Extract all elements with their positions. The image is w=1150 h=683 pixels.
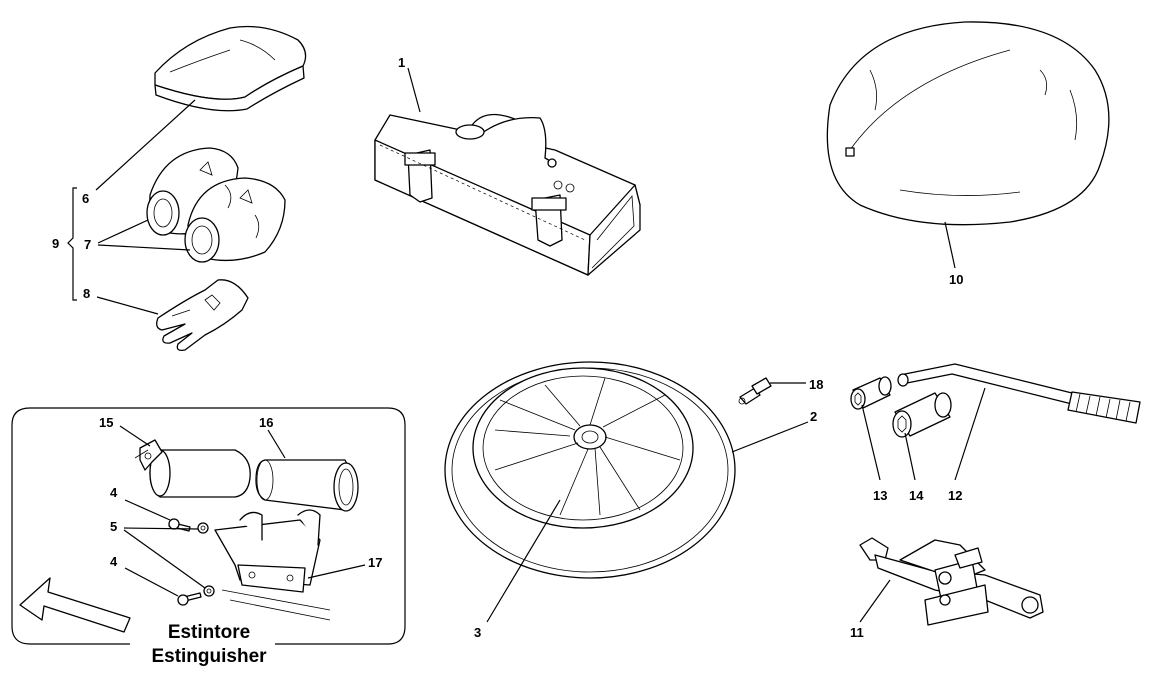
leader-line-4a [124, 499, 171, 521]
direction-arrow [19, 577, 131, 633]
tool-bag-illustration [374, 113, 641, 276]
leader-line-14 [904, 432, 916, 481]
leader-line-3 [486, 499, 561, 623]
fire-extinguisher-illustration [134, 439, 251, 498]
group-bracket-9 [67, 187, 77, 301]
callout-10: 10 [949, 272, 963, 287]
socket-large-illustration [892, 392, 952, 438]
valve-illustration [738, 377, 772, 405]
inset-caption-line2: Estinguisher [151, 646, 267, 667]
callout-15: 15 [99, 415, 113, 430]
leader-line-13 [861, 404, 881, 481]
leader-line-7b [97, 244, 191, 251]
callout-4b: 4 [110, 554, 118, 569]
leader-line-16 [267, 429, 286, 459]
leader-line-6 [95, 99, 196, 191]
screw-upper-illustration [168, 518, 209, 534]
spare-wheel-illustration [444, 361, 736, 579]
inset-frame [11, 407, 406, 645]
leader-line-11 [859, 579, 891, 623]
leader-line-5a [123, 527, 199, 530]
callout-12: 12 [948, 488, 962, 503]
folded-cloth-illustration [154, 25, 307, 112]
leader-line-10 [944, 221, 956, 269]
leader-line-12 [954, 387, 986, 481]
leader-line-2 [731, 421, 809, 453]
socket-small-illustration [850, 376, 892, 410]
callout-7: 7 [84, 237, 91, 252]
leader-line-7a [97, 219, 149, 244]
leader-line-8 [96, 296, 159, 315]
callout-17: 17 [368, 555, 382, 570]
extinguisher-cover-illustration [255, 459, 359, 512]
callout-9: 9 [52, 236, 59, 251]
extinguisher-inset: 15 16 4 5 4 17 Estintore Estinguisher [11, 407, 406, 667]
screw-lower-illustration [177, 585, 215, 606]
wheel-covers-illustration [146, 147, 286, 263]
callout-18: 18 [809, 377, 823, 392]
callout-4a: 4 [110, 485, 118, 500]
car-jack-illustration [859, 537, 1044, 626]
callout-1: 1 [398, 55, 405, 70]
leader-line-5b [123, 529, 206, 589]
callout-6: 6 [82, 191, 89, 206]
glove-illustration [156, 279, 249, 352]
callout-13: 13 [873, 488, 887, 503]
callout-5: 5 [110, 519, 117, 534]
leader-line-4b [124, 567, 179, 597]
inset-caption-line1: Estintore [168, 622, 250, 643]
leader-line-17 [307, 564, 366, 579]
wheel-wrench-illustration [897, 363, 1141, 424]
leader-line-15 [119, 425, 151, 447]
leader-line-1 [407, 67, 421, 113]
callout-2: 2 [810, 409, 817, 424]
callout-11: 11 [850, 625, 864, 640]
callout-3: 3 [474, 625, 481, 640]
spare-wheel-bag-illustration [826, 21, 1110, 226]
extinguisher-bracket-illustration [214, 509, 331, 621]
callout-8: 8 [83, 286, 90, 301]
callout-16: 16 [259, 415, 273, 430]
callout-14: 14 [909, 488, 924, 503]
